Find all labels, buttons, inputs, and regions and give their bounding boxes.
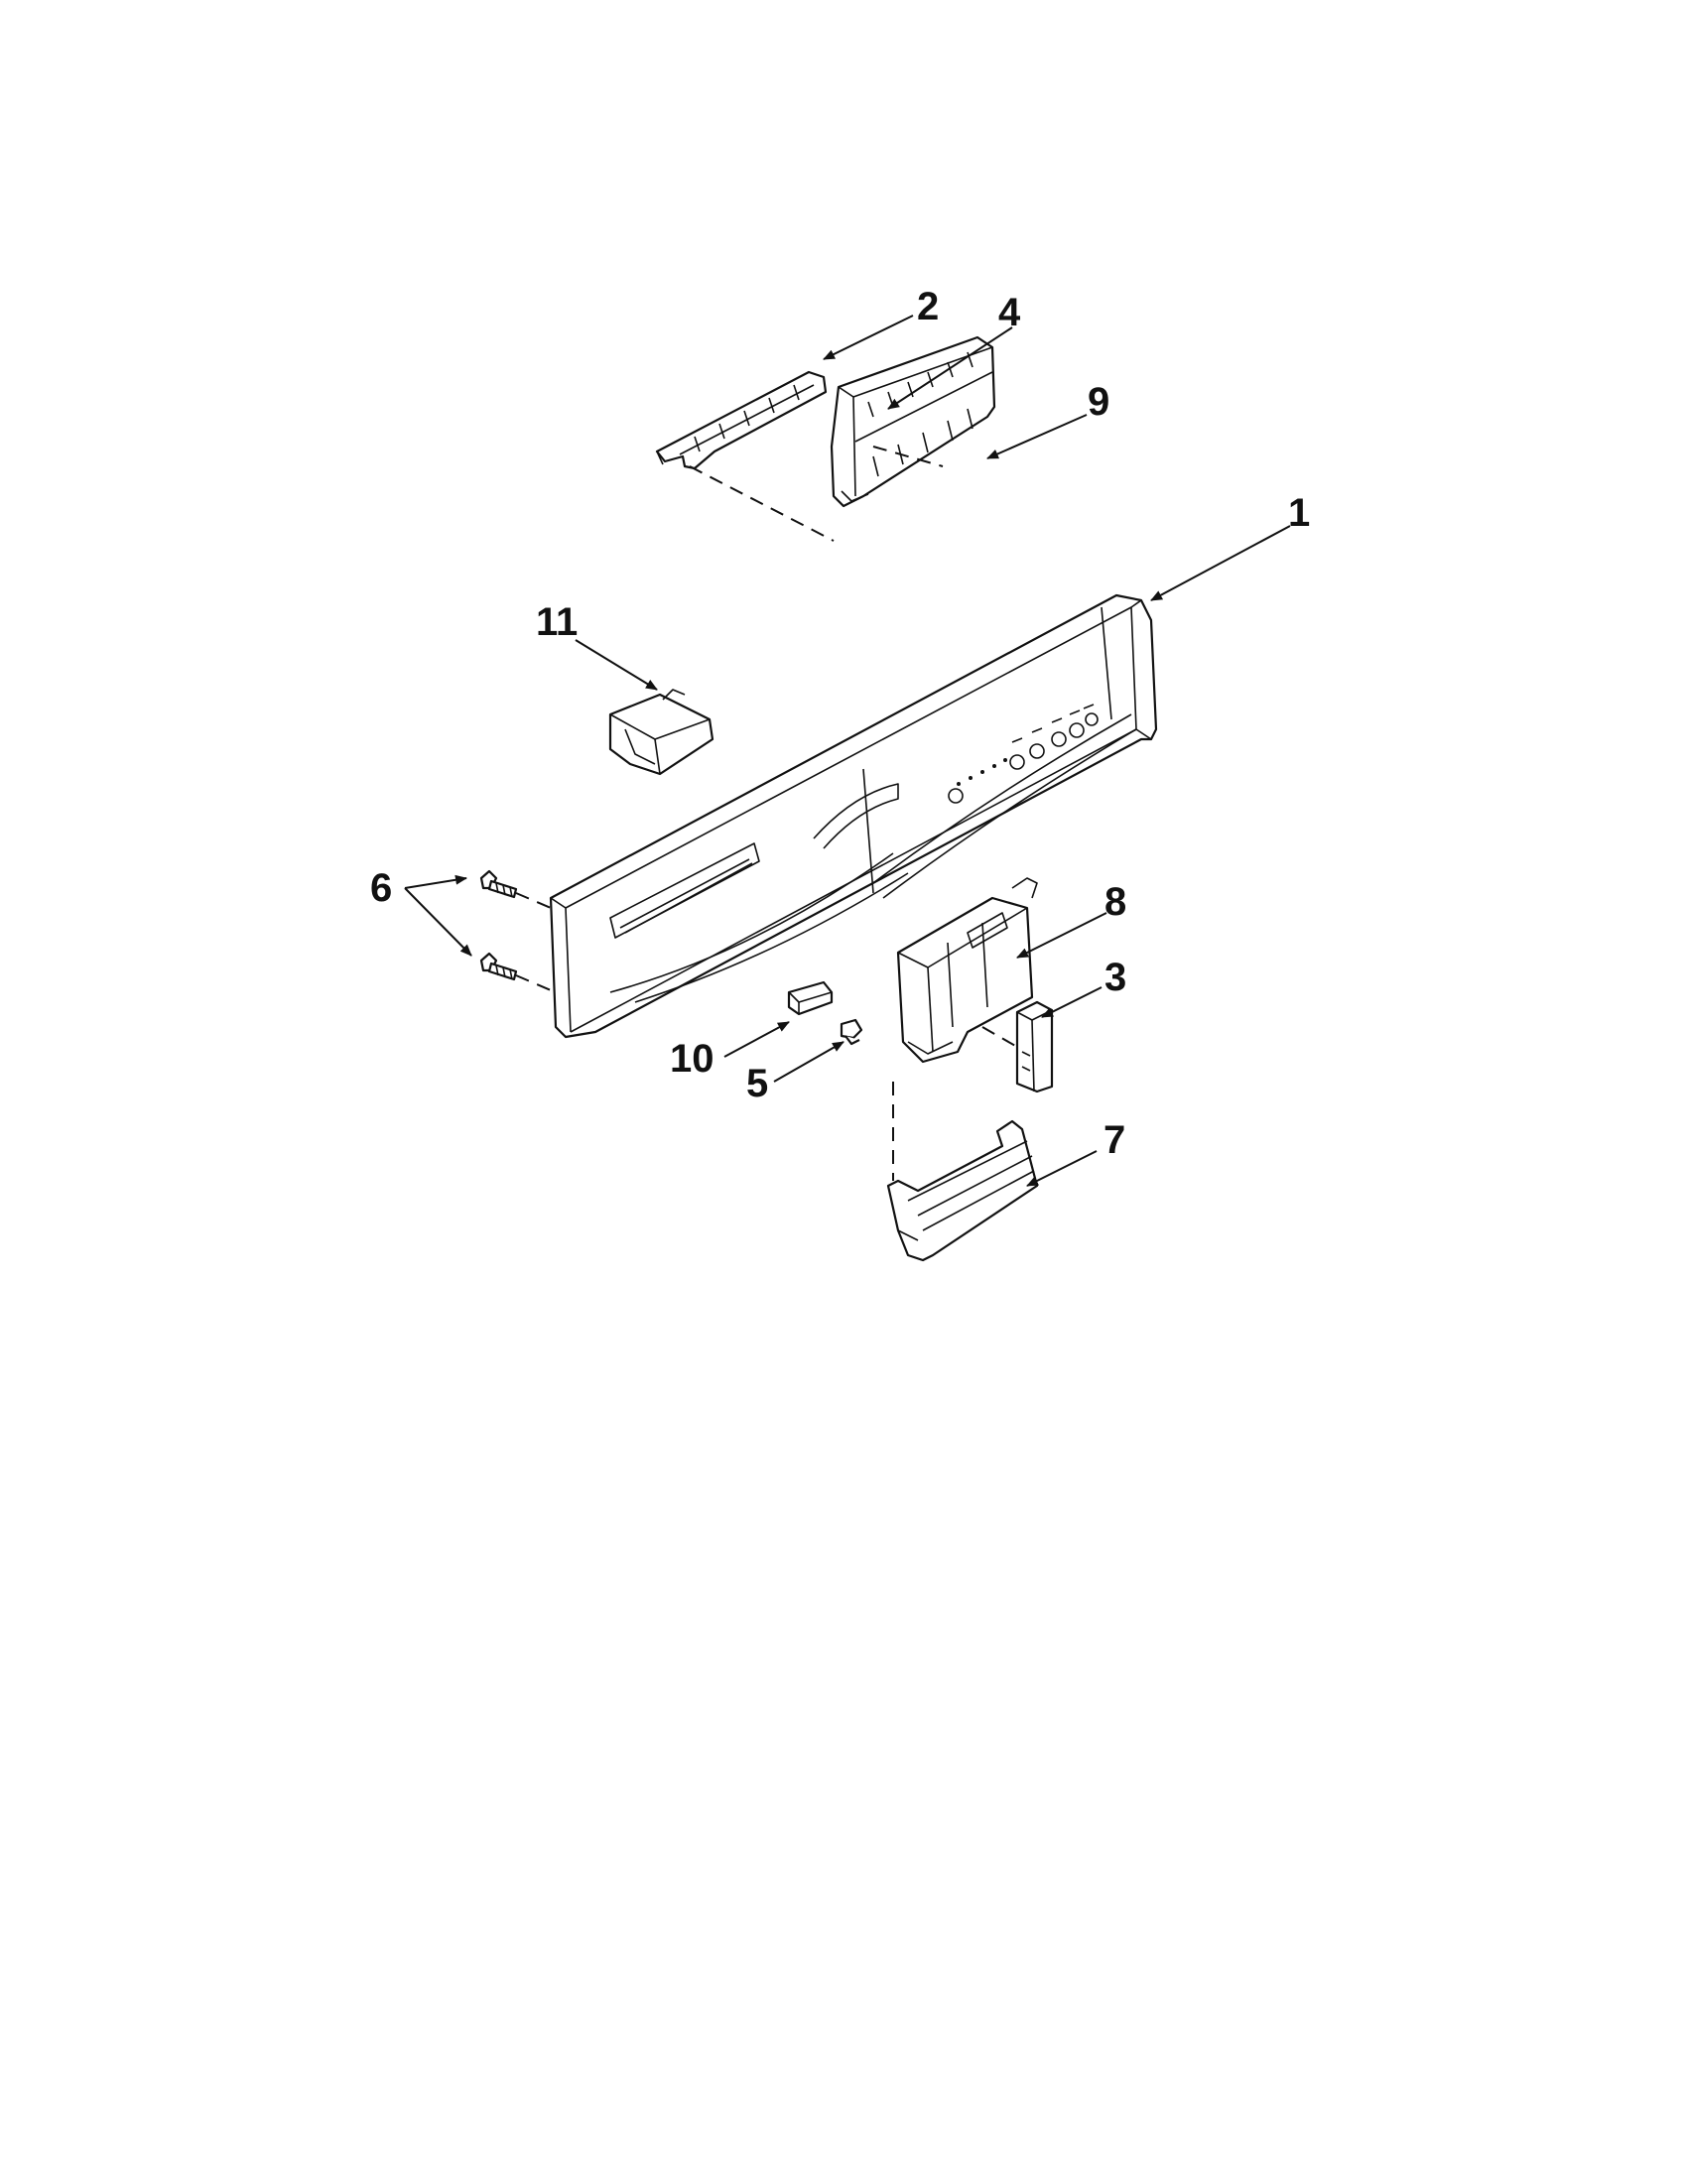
bracket-strip-part [655,370,828,470]
switch-part [787,980,834,1016]
callout-2: 2 [917,285,939,328]
small-screw-part [840,1018,863,1046]
callout-6: 6 [370,866,392,910]
callout-7: 7 [1104,1118,1125,1162]
callout-11: 11 [536,600,578,644]
callout-9: 9 [1088,380,1109,424]
callout-10: 10 [670,1037,714,1081]
callout-8: 8 [1104,880,1126,924]
callout-1: 1 [1288,491,1310,535]
control-board-part [830,335,996,508]
l-bracket-part [1015,1000,1054,1093]
latch-assembly-part [896,877,1038,1064]
screw-part-upper [479,869,518,899]
control-panel-part [549,593,1158,1039]
u-handle-part [886,1119,1039,1262]
screw-part-lower [479,952,518,981]
callout-5: 5 [746,1062,768,1105]
channel-bracket-part [608,689,714,776]
callout-4: 4 [998,291,1021,334]
leader-arrows [404,315,1291,1187]
callout-3: 3 [1104,956,1126,999]
assembly-dashed-lines [515,446,1018,1181]
callout-labels: 1 2 3 4 5 6 7 8 9 10 11 [370,285,1310,1162]
